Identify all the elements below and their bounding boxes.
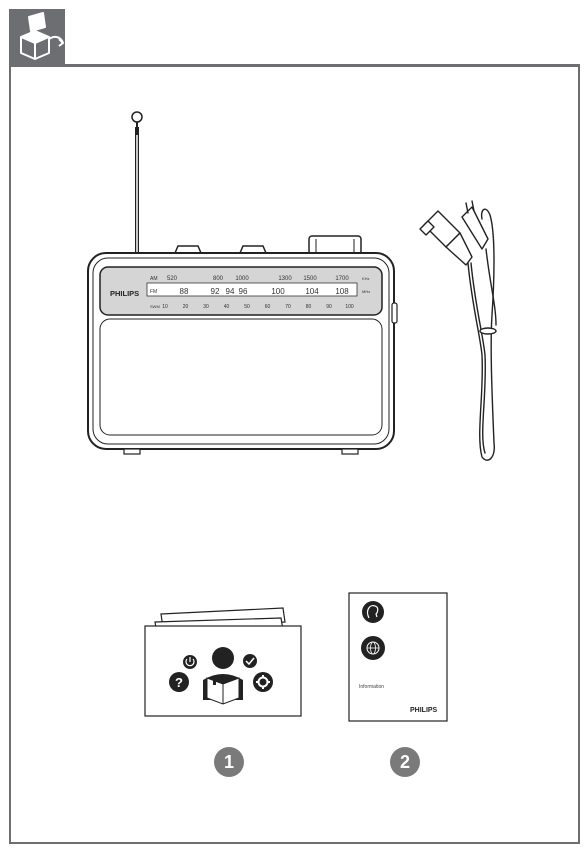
am-tick-2: 1000 [235, 276, 249, 282]
meter-tick-0: 10 [162, 304, 168, 310]
info-label: Information [359, 684, 384, 690]
power-cord-illustration [419, 200, 497, 461]
fm-tick-4: 100 [271, 287, 285, 296]
fm-tick-5: 104 [305, 287, 319, 296]
radio-illustration: PHILIPS AM KHz FM MHz SWM 520 800 1000 1300… [87, 111, 398, 455]
question-icon [169, 672, 189, 692]
svg-text:?: ? [175, 675, 183, 690]
meter-tick-2: 30 [203, 304, 209, 310]
info-booklet-illustration: Information PHILIPS [348, 592, 448, 722]
fm-tick-2: 94 [226, 287, 235, 296]
safety-leaflet-illustration: ? [144, 607, 302, 717]
item-number-1: 1 [214, 747, 244, 777]
swm-label: SWM [150, 304, 160, 309]
meter-tick-3: 40 [224, 304, 230, 310]
meter-tick-7: 80 [306, 304, 312, 310]
meter-tick-8: 90 [326, 304, 332, 310]
meter-tick-4: 50 [244, 304, 250, 310]
booklet-brand: PHILIPS [410, 707, 438, 714]
fm-tick-0: 88 [180, 287, 189, 296]
shield-check-icon [243, 654, 257, 668]
meter-tick-9: 100 [345, 304, 354, 310]
support-icon [362, 601, 384, 623]
item-number-2: 2 [390, 747, 420, 777]
content-frame [9, 64, 580, 844]
meter-tick-5: 60 [265, 304, 271, 310]
fm-tick-1: 92 [211, 287, 220, 296]
am-tick-5: 1700 [335, 276, 349, 282]
am-tick-labels: 520 800 1000 1300 1500 1700 [167, 276, 349, 282]
fm-tick-6: 108 [335, 287, 349, 296]
fm-unit: MHz [362, 289, 370, 294]
meter-tick-1: 20 [183, 304, 189, 310]
gear-icon [253, 672, 273, 692]
meter-tick-labels: 10 20 30 40 50 60 70 80 90 100 [162, 304, 354, 310]
radio-brand: PHILIPS [110, 289, 139, 298]
am-label: AM [150, 276, 158, 282]
fm-tick-3: 96 [239, 287, 248, 296]
box-contents-icon [9, 9, 65, 65]
am-tick-3: 1300 [278, 276, 292, 282]
meter-tick-6: 70 [285, 304, 291, 310]
fm-label: FM [150, 289, 157, 295]
fm-tick-labels: 88 92 94 96 100 104 108 [180, 287, 350, 296]
am-unit: KHz [362, 276, 370, 281]
am-tick-4: 1500 [303, 276, 317, 282]
am-tick-1: 800 [213, 276, 224, 282]
am-tick-0: 520 [167, 276, 178, 282]
